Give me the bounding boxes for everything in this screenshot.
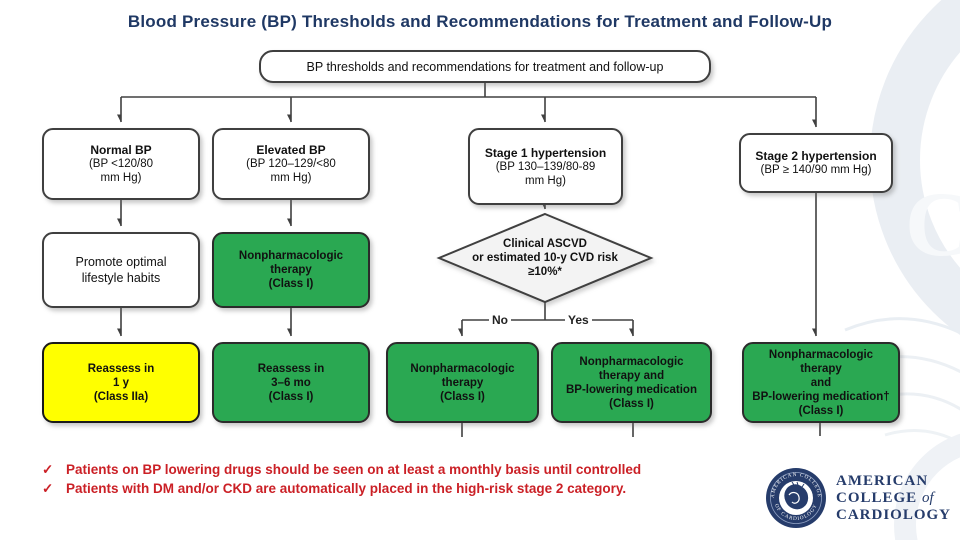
decision-line: or estimated 10-y CVD risk xyxy=(472,252,618,264)
acc-seal-icon: AMERICAN COLLEGE OF CARDIOLOGY xyxy=(766,468,826,528)
node-line: Nonpharmacologic therapy xyxy=(768,348,874,375)
decision-line: ≥10%* xyxy=(528,266,562,278)
node-line: Nonpharmacologic xyxy=(410,362,515,375)
node-line: therapy and xyxy=(598,369,665,382)
node-stage2-hypertension: Stage 2 hypertension (BP ≥ 140/90 mm Hg) xyxy=(739,133,893,193)
node-sub: mm Hg) xyxy=(100,172,142,184)
node-title: Normal BP xyxy=(90,143,152,157)
footnote-item: ✓ Patients on BP lowering drugs should b… xyxy=(42,460,641,479)
acc-logo: AMERICAN COLLEGE OF CARDIOLOGY AMERICAN … xyxy=(764,462,956,534)
branch-label-no: No xyxy=(489,313,511,327)
footnote-text: Patients on BP lowering drugs should be … xyxy=(66,462,642,477)
checkmark-icon: ✓ xyxy=(42,462,54,477)
node-nonpharm-plus-bp-med-stage2: Nonpharmacologic therapy and BP-lowering… xyxy=(742,342,900,423)
node-line: therapy xyxy=(270,264,312,276)
node-line: and xyxy=(810,376,832,389)
node-line: 1 y xyxy=(113,376,129,389)
node-normal-bp: Normal BP (BP <120/80 mm Hg) xyxy=(42,128,200,200)
node-title: Stage 1 hypertension xyxy=(484,145,607,160)
svg-text:C: C xyxy=(905,173,960,275)
branch-label-yes: Yes xyxy=(565,313,592,327)
checkmark-icon: ✓ xyxy=(42,481,54,496)
logo-line: CARDIOLOGY xyxy=(836,506,952,523)
decision-line: Clinical ASCVD xyxy=(503,238,587,250)
flow-root-node: BP thresholds and recommendations for tr… xyxy=(259,50,711,83)
node-line: lifestyle habits xyxy=(81,271,161,285)
node-line: Nonpharmacologic xyxy=(579,355,684,368)
page-title: Blood Pressure (BP) Thresholds and Recom… xyxy=(127,12,833,31)
node-line: Reassess in xyxy=(257,362,325,375)
node-sub: mm Hg) xyxy=(525,174,566,187)
node-line: therapy xyxy=(441,376,484,389)
node-line: Promote optimal xyxy=(75,255,167,269)
footnote-item: ✓ Patients with DM and/or CKD are automa… xyxy=(42,479,641,498)
node-line: (Class IIa) xyxy=(93,390,149,403)
node-sub: (BP <120/80 xyxy=(88,158,154,170)
footnotes: ✓ Patients on BP lowering drugs should b… xyxy=(42,460,641,498)
node-line: Nonpharmacologic xyxy=(238,250,344,262)
node-line: (Class I) xyxy=(268,278,314,290)
node-line: (Class I) xyxy=(268,390,314,403)
node-line: (Class I) xyxy=(798,404,844,417)
node-line: 3–6 mo xyxy=(271,376,311,389)
node-line: (Class I) xyxy=(609,397,654,410)
node-sub: (BP ≥ 140/90 mm Hg) xyxy=(760,164,872,176)
node-sub: mm Hg) xyxy=(270,172,312,184)
node-title: Elevated BP xyxy=(256,143,326,157)
node-stage1-hypertension: Stage 1 hypertension (BP 130–139/80-89 m… xyxy=(468,128,623,205)
node-nonpharm-plus-bp-med-yes: Nonpharmacologic therapy and BP-lowering… xyxy=(551,342,712,423)
decision-ascvd-risk: Clinical ASCVD or estimated 10-y CVD ris… xyxy=(439,216,651,300)
node-title: Stage 2 hypertension xyxy=(755,149,877,163)
node-reassess-3-6mo: Reassess in 3–6 mo (Class I) xyxy=(212,342,370,423)
node-sub: (BP 120–129/<80 xyxy=(246,158,336,170)
node-reassess-1y: Reassess in 1 y (Class IIa) xyxy=(42,342,200,423)
node-line: BP-lowering medication xyxy=(566,383,697,396)
node-nonpharmacologic-therapy-elevated: Nonpharmacologic therapy (Class I) xyxy=(212,232,370,308)
footnote-text: Patients with DM and/or CKD are automati… xyxy=(66,481,627,496)
node-line: (Class I) xyxy=(440,390,485,403)
node-line: Reassess in xyxy=(87,362,155,375)
node-nonpharmacologic-therapy-no: Nonpharmacologic therapy (Class I) xyxy=(386,342,539,423)
acc-logo-text: AMERICAN COLLEGE of CARDIOLOGY xyxy=(836,473,951,524)
logo-line: AMERICAN xyxy=(836,472,929,489)
node-promote-lifestyle: Promote optimal lifestyle habits xyxy=(42,232,200,308)
node-line: BP-lowering medication† xyxy=(752,390,890,403)
node-elevated-bp: Elevated BP (BP 120–129/<80 mm Hg) xyxy=(212,128,370,200)
logo-line: COLLEGE of xyxy=(836,489,934,506)
node-sub: (BP 130–139/80-89 xyxy=(495,160,596,173)
flow-root-label: BP thresholds and recommendations for tr… xyxy=(306,59,664,74)
